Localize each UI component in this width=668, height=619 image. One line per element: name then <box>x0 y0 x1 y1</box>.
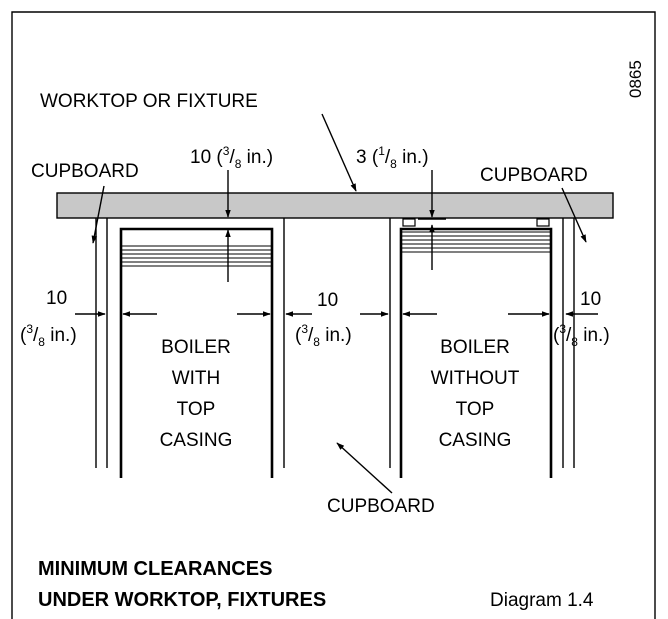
svg-text:BOILER: BOILER <box>440 337 510 358</box>
svg-text:CASING: CASING <box>160 430 233 451</box>
svg-text:TOP: TOP <box>177 399 216 420</box>
svg-text:WITH: WITH <box>172 368 221 389</box>
svg-text:BOILER: BOILER <box>161 337 231 358</box>
cupboard-label-left: CUPBOARD <box>31 161 139 182</box>
diagram-reference: Diagram 1.4 <box>490 590 594 611</box>
worktop-label: WORKTOP OR FIXTURE <box>40 91 258 112</box>
svg-text:CASING: CASING <box>439 430 512 451</box>
top-clearance-left-label: 10 (3/8 in.) <box>190 144 273 171</box>
side-clearance-1-value: 10 <box>46 288 67 309</box>
cupboard-label-bottom: CUPBOARD <box>327 496 435 517</box>
cupboard-left-leader <box>91 185 105 244</box>
boiler-left-casing-lines <box>121 245 272 267</box>
boiler-left-body <box>119 227 274 478</box>
side-clearance-3-unit: (3/8 in.) <box>553 322 610 349</box>
side-clearance-2-value: 10 <box>317 290 338 311</box>
boiler-right-label: BOILER WITHOUT TOP CASING <box>431 337 520 451</box>
diagram-code: 0865 <box>626 60 645 98</box>
boiler-right-body <box>399 227 553 478</box>
cupboard-bottom-leader <box>336 442 393 494</box>
diagram-title-line-1: MINIMUM CLEARANCES <box>38 558 272 580</box>
boiler-right-lug-right <box>536 218 550 227</box>
worktop-bar <box>56 192 614 219</box>
side-clearance-3-value: 10 <box>580 289 601 310</box>
boiler-right-lug-left <box>402 218 416 227</box>
svg-text:WITHOUT: WITHOUT <box>431 368 520 389</box>
diagram-frame <box>11 11 656 619</box>
side-clearance-1-unit: (3/8 in.) <box>20 322 77 349</box>
svg-text:TOP: TOP <box>456 399 495 420</box>
side-clearance-2-unit: (3/8 in.) <box>295 322 352 349</box>
boiler-left-label: BOILER WITH TOP CASING <box>160 337 233 451</box>
boiler-right-casing-lines <box>401 231 551 253</box>
cupboard-right-leader <box>561 187 587 243</box>
top-clearance-right-label: 3 (1/8 in.) <box>356 144 429 171</box>
cupboard-label-right: CUPBOARD <box>480 165 588 186</box>
worktop-leader <box>321 113 357 192</box>
diagram-title-line-2: UNDER WORKTOP, FIXTURES <box>38 589 326 611</box>
